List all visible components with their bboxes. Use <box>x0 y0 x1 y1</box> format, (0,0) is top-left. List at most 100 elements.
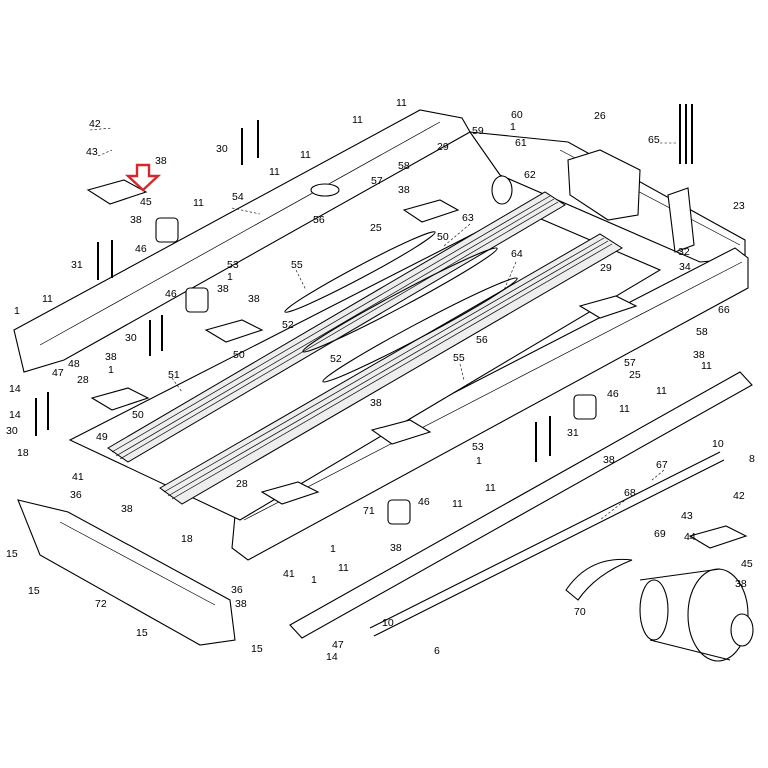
part-callout-28: 28 <box>77 374 89 386</box>
part-callout-71: 71 <box>363 505 375 517</box>
lift-tube <box>369 451 725 637</box>
part-callout-58: 58 <box>398 160 410 172</box>
part-callout-30: 30 <box>6 425 18 437</box>
part-callout-50: 50 <box>233 349 245 361</box>
part-callout-15: 15 <box>251 643 263 655</box>
part-callout-1: 1 <box>476 455 482 467</box>
part-callout-38: 38 <box>370 397 382 409</box>
motor-bracket <box>567 149 641 221</box>
part-callout-55: 55 <box>291 259 303 271</box>
part-callout-51: 51 <box>168 369 180 381</box>
part-callout-14: 14 <box>9 409 21 421</box>
part-callout-11: 11 <box>269 166 280 178</box>
part-callout-11: 11 <box>193 197 204 209</box>
part-callout-45: 45 <box>140 196 152 208</box>
part-callout-14: 14 <box>9 383 21 395</box>
deck-brackets <box>86 179 748 549</box>
part-callout-46: 46 <box>135 243 147 255</box>
part-callout-57: 57 <box>371 175 383 187</box>
part-callout-15: 15 <box>28 585 40 597</box>
part-callout-38: 38 <box>217 283 229 295</box>
part-callout-23: 23 <box>733 200 745 212</box>
part-callout-11: 11 <box>300 149 311 161</box>
part-callout-57: 57 <box>624 357 636 369</box>
part-callout-38: 38 <box>130 214 142 226</box>
part-callout-36: 36 <box>70 489 82 501</box>
part-callout-42: 42 <box>89 118 101 130</box>
part-callout-69: 69 <box>654 528 666 540</box>
part-callout-10: 10 <box>382 617 394 629</box>
part-callout-47: 47 <box>332 639 344 651</box>
part-callout-62: 62 <box>524 169 536 181</box>
part-callout-38: 38 <box>248 293 260 305</box>
part-callout-18: 18 <box>17 447 29 459</box>
part-callout-11: 11 <box>656 385 667 397</box>
part-callout-72: 72 <box>95 598 107 610</box>
part-callout-60: 60 <box>511 109 523 121</box>
part-callout-50: 50 <box>437 231 449 243</box>
part-callout-70: 70 <box>574 606 586 618</box>
part-callout-38: 38 <box>398 184 410 196</box>
part-callout-53: 53 <box>227 259 239 271</box>
part-callout-34: 34 <box>679 261 691 273</box>
part-callout-10: 10 <box>712 438 724 450</box>
part-callout-65: 65 <box>648 134 660 146</box>
part-callout-11: 11 <box>338 562 349 574</box>
part-callout-32: 32 <box>678 246 690 258</box>
part-callout-8: 8 <box>749 453 755 465</box>
part-callout-38: 38 <box>155 155 167 167</box>
part-callout-29: 29 <box>437 141 449 153</box>
part-callout-14: 14 <box>326 651 338 663</box>
leader-lines <box>89 127 678 521</box>
part-callout-25: 25 <box>370 222 382 234</box>
drive-motor <box>491 175 513 205</box>
part-callout-1: 1 <box>108 364 114 376</box>
part-callout-15: 15 <box>6 548 18 560</box>
incline-bracket <box>667 187 695 253</box>
part-callout-11: 11 <box>396 97 407 109</box>
part-callout-38: 38 <box>390 542 402 554</box>
part-callout-28: 28 <box>236 478 248 490</box>
part-callout-38: 38 <box>121 503 133 515</box>
part-callout-26: 26 <box>594 110 606 122</box>
bolts <box>35 104 693 462</box>
part-callout-1: 1 <box>14 305 20 317</box>
part-callout-56: 56 <box>476 334 488 346</box>
part-callout-54: 54 <box>232 191 244 203</box>
part-callout-44: 44 <box>684 531 696 543</box>
part-callout-15: 15 <box>136 627 148 639</box>
part-callout-36: 36 <box>231 584 243 596</box>
part-callout-47: 47 <box>52 367 64 379</box>
part-callout-1: 1 <box>330 543 336 555</box>
part-callout-46: 46 <box>607 388 619 400</box>
part-callout-18: 18 <box>181 533 193 545</box>
part-callout-43: 43 <box>681 510 693 522</box>
part-callout-50: 50 <box>132 409 144 421</box>
part-callout-55: 55 <box>453 352 465 364</box>
part-callout-29: 29 <box>600 262 612 274</box>
highlight-arrow-icon <box>124 163 162 192</box>
part-callout-63: 63 <box>462 212 474 224</box>
part-callout-53: 53 <box>472 441 484 453</box>
base-hood <box>17 499 236 646</box>
part-callout-30: 30 <box>216 143 228 155</box>
right-deck-slat <box>159 233 623 505</box>
part-callout-38: 38 <box>693 349 705 361</box>
part-callout-11: 11 <box>452 498 463 510</box>
part-callout-52: 52 <box>282 319 294 331</box>
frame-drawing <box>13 104 754 662</box>
part-callout-58: 58 <box>696 326 708 338</box>
part-callout-66: 66 <box>718 304 730 316</box>
lower-right-rail <box>289 371 753 639</box>
part-callout-38: 38 <box>603 454 615 466</box>
part-callout-43: 43 <box>86 146 98 158</box>
part-callout-45: 45 <box>741 558 753 570</box>
part-callout-25: 25 <box>629 369 641 381</box>
part-callout-68: 68 <box>624 487 636 499</box>
part-callout-56: 56 <box>313 214 325 226</box>
part-callout-11: 11 <box>701 360 712 372</box>
part-callout-38: 38 <box>235 598 247 610</box>
part-callout-11: 11 <box>42 293 53 305</box>
part-callout-1: 1 <box>510 121 516 133</box>
